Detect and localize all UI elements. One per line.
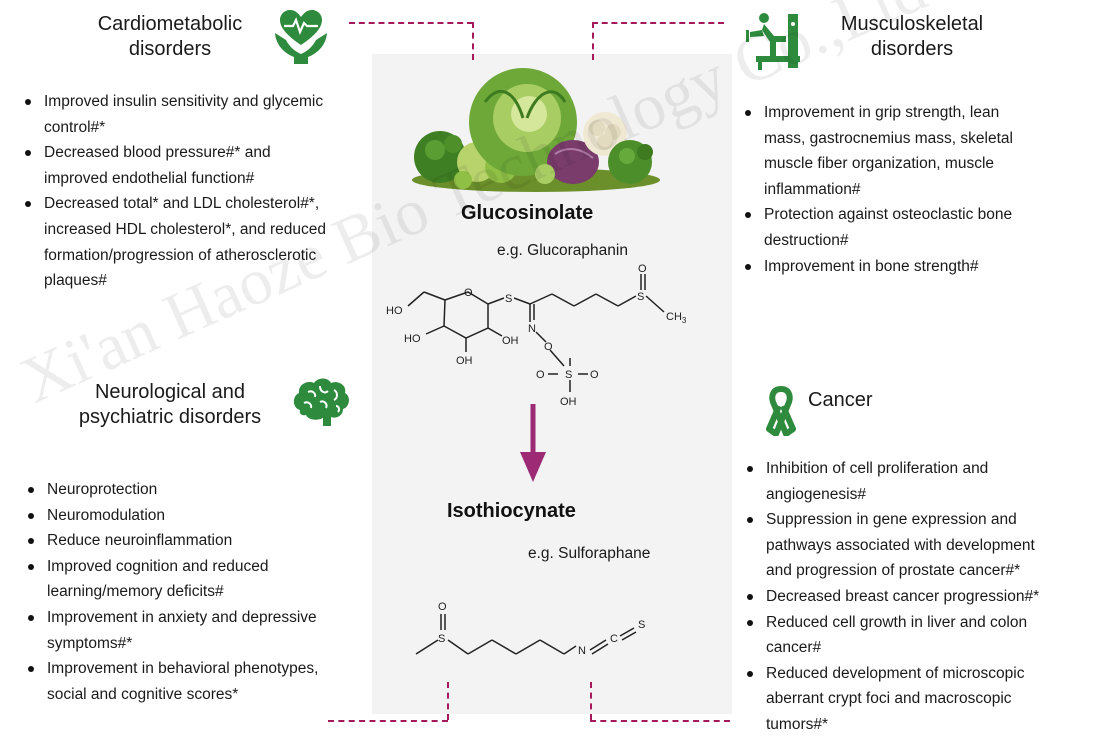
conversion-arrow-icon <box>520 404 546 482</box>
atom-oh-1: OH <box>456 355 473 367</box>
atom-n: N <box>578 645 586 657</box>
atom-oh-3: OH <box>560 396 577 408</box>
connector-bottom-left-h <box>328 720 448 722</box>
atom-s-2: S <box>565 369 572 381</box>
heart-hands-icon <box>275 10 327 64</box>
cancer-title: Cancer <box>808 388 888 413</box>
compound-name-glucosinolate: Glucosinolate <box>461 202 594 224</box>
list-item: Neuroprotection <box>25 477 370 503</box>
atom-o: O <box>438 601 447 613</box>
cardio-title-line-1: Cardiometabolic <box>97 13 243 35</box>
atom-s-1: S <box>505 293 512 305</box>
brain-icon <box>293 378 349 426</box>
list-item: Suppression in gene expression and pathw… <box>744 507 1094 584</box>
atom-c: C <box>610 633 618 645</box>
atom-o-ring: O <box>464 287 473 299</box>
cancer-title-line-1: Cancer <box>808 389 873 411</box>
list-item: Decreased breast cancer progression#* <box>744 584 1094 610</box>
cruciferous-vegetables-illustration <box>412 68 660 192</box>
atom-o-1: O <box>544 341 553 353</box>
connector-top-right-h <box>592 22 724 24</box>
atom-s-sulfinyl: S <box>637 291 644 303</box>
atom-s: S <box>438 633 445 645</box>
musculo-list: Improvement in grip strength, lean mass,… <box>742 100 1082 279</box>
list-item: Decreased blood pressure#* and improved … <box>22 140 367 191</box>
list-item: Improved cognition and reduced learning/… <box>25 554 370 605</box>
neuro-title: Neurological and psychiatric disorders <box>55 380 285 430</box>
list-item: Protection against osteoclastic bone des… <box>742 202 1082 253</box>
connector-bottom-right-v <box>590 682 592 720</box>
list-item: Improvement in bone strength# <box>742 254 1082 280</box>
example-sulforaphane: e.g. Sulforaphane <box>528 545 651 562</box>
neuro-title-line-2: psychiatric disorders <box>78 406 262 428</box>
connector-top-left-h <box>349 22 473 24</box>
cardio-list: Improved insulin sensitivity and glycemi… <box>22 89 367 294</box>
example-glucoraphanin: e.g. Glucoraphanin <box>497 242 628 259</box>
exercise-machine-icon <box>746 13 800 70</box>
atom-n-1: N <box>528 323 536 335</box>
glucoraphanin-structure: O HO HO OH OH S N O S O O OH S O CH3 <box>386 263 687 408</box>
list-item: Improved insulin sensitivity and glycemi… <box>22 89 367 140</box>
cancer-list: Inhibition of cell proliferation and ang… <box>744 456 1094 738</box>
list-item: Neuromodulation <box>25 503 370 529</box>
sulforaphane-structure: O S N C S <box>415 601 645 657</box>
compound-name-isothiocynate: Isothiocynate <box>447 500 576 522</box>
list-item: Improvement in behavioral phenotypes, so… <box>25 656 370 707</box>
atom-o-2: O <box>536 369 545 381</box>
neuro-title-line-1: Neurological and <box>94 381 246 403</box>
list-item: Improvement in grip strength, lean mass,… <box>742 100 1082 202</box>
musculo-title: Musculoskeletal disorders <box>812 12 1012 62</box>
list-item: Improvement in anxiety and depressive sy… <box>25 605 370 656</box>
cardio-title: Cardiometabolic disorders <box>70 12 270 62</box>
list-item: Inhibition of cell proliferation and ang… <box>744 456 1094 507</box>
connector-top-right-v <box>592 22 594 60</box>
cardio-title-line-2: disorders <box>128 38 212 60</box>
connector-bottom-left-v <box>447 682 449 720</box>
musculo-title-line-1: Musculoskeletal <box>840 13 984 35</box>
awareness-ribbon-icon <box>766 386 796 436</box>
list-item: Reduce neuroinflammation <box>25 528 370 554</box>
atom-o-sulfinyl: O <box>638 263 647 275</box>
atom-oh-2: OH <box>502 335 519 347</box>
connector-top-left-v <box>472 22 474 60</box>
atom-o-3: O <box>590 369 599 381</box>
list-item: Reduced cell growth in liver and colon c… <box>744 610 1094 661</box>
atom-ch3: CH3 <box>666 311 687 325</box>
list-item: Reduced development of microscopic aberr… <box>744 661 1094 738</box>
neuro-list: Neuroprotection Neuromodulation Reduce n… <box>25 477 370 707</box>
atom-ho-2: HO <box>404 333 421 345</box>
connector-bottom-right-h <box>590 720 730 722</box>
atom-ho-1: HO <box>386 305 403 317</box>
list-item: Decreased total* and LDL cholesterol#*, … <box>22 191 367 293</box>
musculo-title-line-2: disorders <box>870 38 954 60</box>
atom-s-terminal: S <box>638 619 645 631</box>
